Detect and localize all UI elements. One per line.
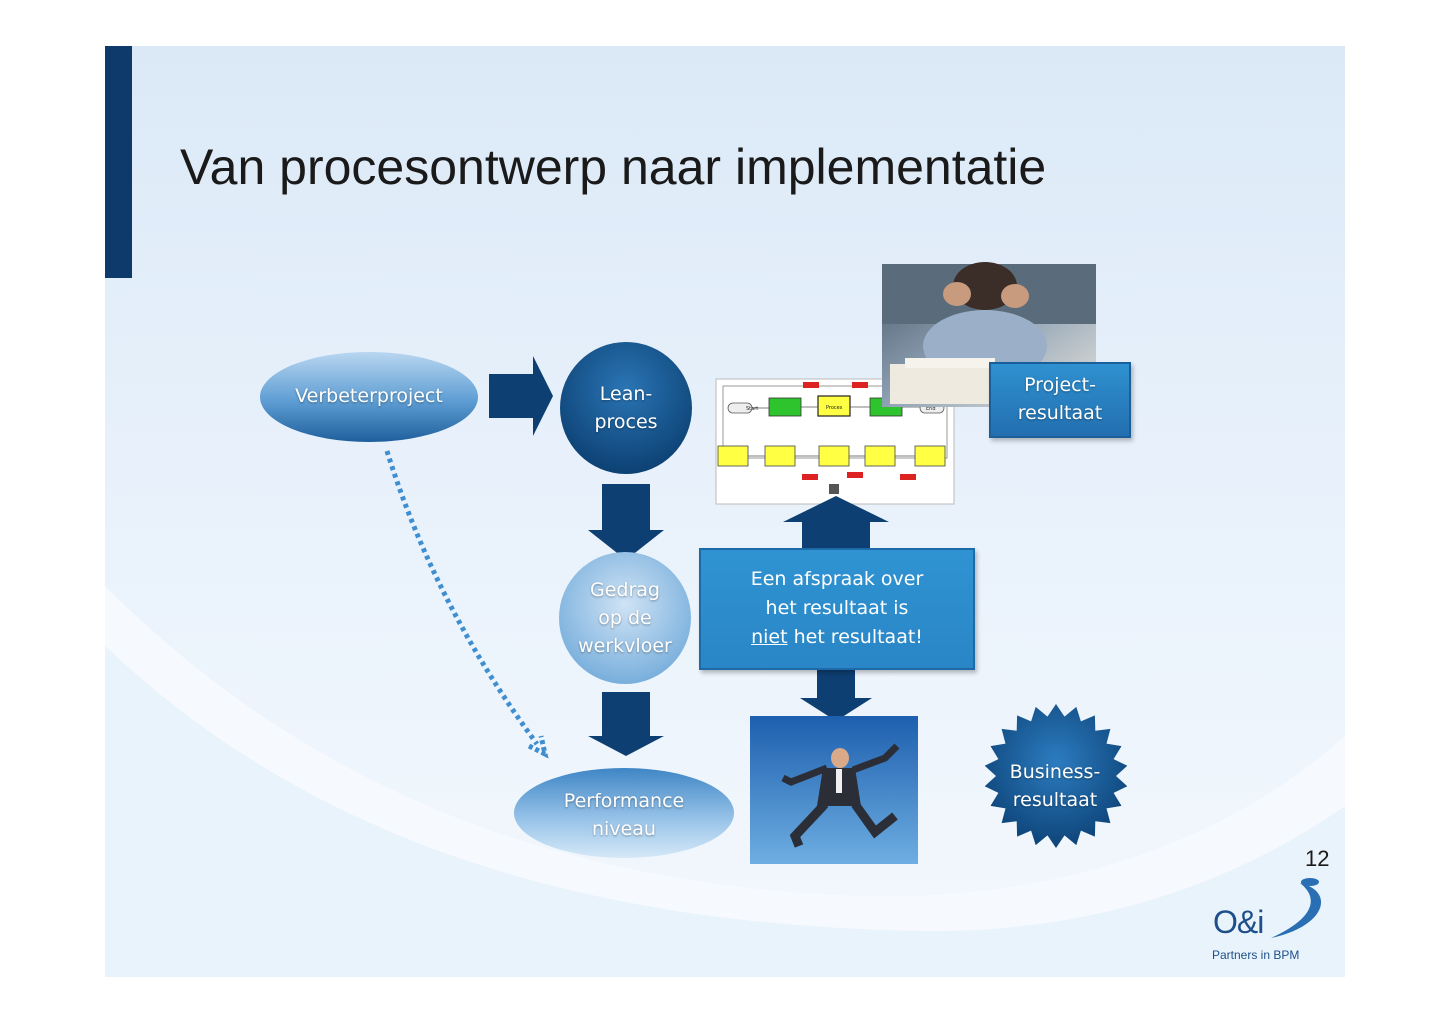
logo-swoosh-icon: [1271, 883, 1322, 938]
logo-dot-icon: [1301, 878, 1319, 886]
logo-tagline: Partners in BPM: [1212, 948, 1300, 962]
business-resultaat-seal: [984, 704, 1128, 848]
arrow-right: [489, 356, 553, 436]
callout-line-1: Een afspraak over: [750, 568, 924, 590]
gedrag-circle: [559, 552, 691, 684]
project-resultaat-label: Project- resultaat: [1017, 374, 1103, 424]
slide: Start Proces End: [105, 46, 1345, 977]
verbeterproject-label: Verbeterproject: [295, 385, 443, 407]
callout-line-2: het resultaat is: [765, 597, 909, 619]
slide-title: Van procesontwerp naar implementatie: [180, 139, 1047, 195]
callout-line-3: niet het resultaat!: [701, 626, 973, 648]
pm-end-label: End: [926, 406, 936, 412]
arrow-down-2: [588, 692, 664, 756]
jumping-man-photo: [750, 716, 918, 864]
background-swoosh-shadow: [105, 646, 1345, 977]
callout-underlined-word: niet: [751, 626, 788, 648]
lean-proces-circle: [560, 342, 692, 474]
lean-proces-label: Lean- proces: [594, 383, 658, 433]
callout-line-3-rest: het resultaat!: [787, 626, 923, 648]
dashed-arrow-head: [527, 735, 549, 759]
slide-background: Start Proces End: [105, 46, 1345, 977]
gedrag-label: Gedrag op de werkvloer: [578, 579, 672, 657]
arrow-down-3: [800, 668, 872, 721]
performance-label: Performance niveau: [563, 790, 685, 840]
pm-proces-label: Proces: [826, 405, 843, 411]
business-resultaat-label: Business- resultaat: [1009, 761, 1101, 811]
pm-start-label: Start: [746, 406, 758, 412]
logo-name: O&i: [1213, 904, 1264, 940]
title-bar: [105, 46, 132, 278]
verbeterproject-ellipse: [260, 352, 478, 442]
page-number: 12: [1305, 846, 1330, 871]
performance-ellipse: [514, 768, 734, 858]
arrow-up: [783, 496, 889, 551]
arrow-down-1: [588, 484, 664, 560]
dashed-arrow: [384, 450, 540, 746]
callout-box: Een afspraak over het resultaat is niet …: [699, 548, 975, 670]
project-resultaat-box: Project- resultaat: [989, 362, 1131, 438]
